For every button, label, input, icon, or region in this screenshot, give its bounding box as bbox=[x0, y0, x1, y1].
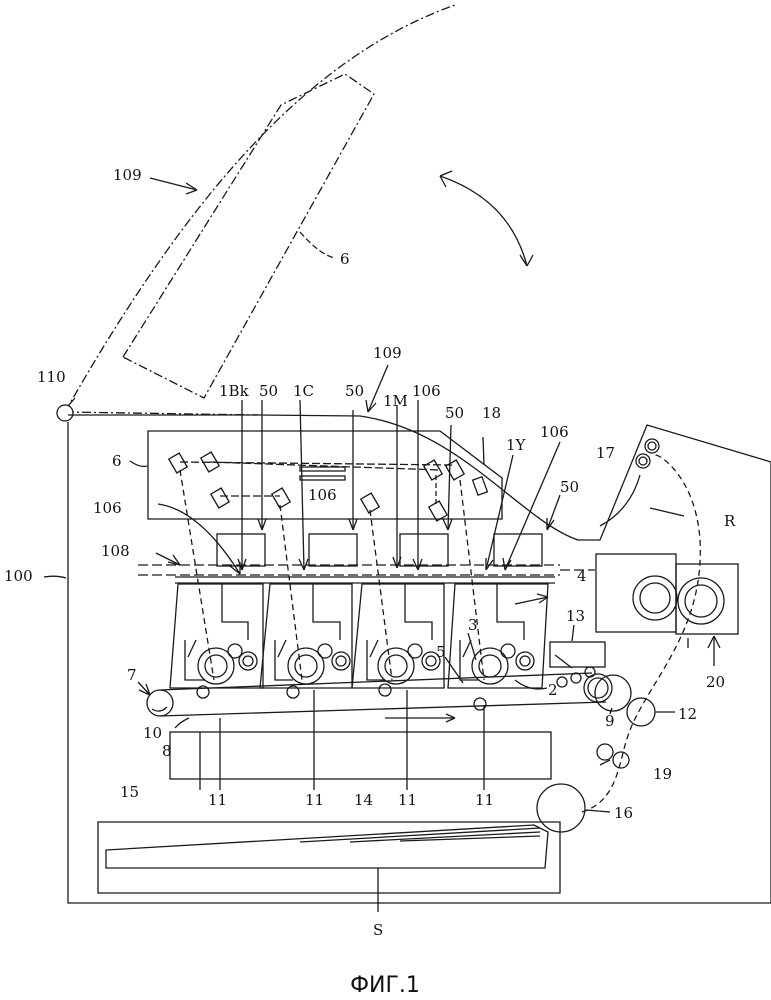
transport-roller-19b bbox=[613, 752, 629, 768]
cartridge-1m bbox=[352, 584, 444, 688]
label-1m: 1M bbox=[383, 392, 408, 410]
process-cartridges bbox=[170, 584, 548, 688]
label-50-b: 50 bbox=[345, 382, 364, 400]
label-106-a: 106 bbox=[412, 382, 441, 400]
label-18: 18 bbox=[482, 404, 501, 422]
fixing-unit-20 bbox=[596, 554, 738, 666]
label-1c: 1C bbox=[293, 382, 314, 400]
label-13: 13 bbox=[566, 607, 585, 625]
label-11-b: 11 bbox=[305, 791, 324, 809]
label-6: 6 bbox=[112, 452, 122, 470]
label-1bk: 1Bk bbox=[219, 382, 250, 400]
label-5: 5 bbox=[436, 643, 446, 661]
figure-caption: ФИГ.1 bbox=[350, 973, 420, 998]
label-106-b: 106 bbox=[540, 423, 569, 441]
label-50-c: 50 bbox=[445, 404, 464, 422]
exposure-unit-open bbox=[123, 74, 374, 398]
label-50-a: 50 bbox=[259, 382, 278, 400]
label-3: 3 bbox=[468, 616, 478, 634]
label-11-c: 11 bbox=[398, 791, 417, 809]
discharge-roller-17a bbox=[645, 439, 659, 453]
label-8: 8 bbox=[162, 742, 172, 760]
label-7: 7 bbox=[127, 666, 137, 684]
cartridge-1bk bbox=[170, 584, 263, 688]
label-110: 110 bbox=[37, 368, 66, 386]
label-19: 19 bbox=[653, 765, 672, 783]
label-108: 108 bbox=[101, 542, 130, 560]
label-17: 17 bbox=[596, 444, 615, 462]
discharge-roller-17b bbox=[636, 454, 650, 468]
label-6-open: 6 bbox=[340, 250, 350, 268]
label-106-c: 106 bbox=[93, 499, 122, 517]
label-1y: 1Y bbox=[506, 436, 527, 454]
labels: 109 6 109 110 1Bk 50 1C 50 1M 106 50 18 … bbox=[4, 166, 736, 998]
label-11-d: 11 bbox=[475, 791, 494, 809]
transport-roller-19a bbox=[597, 744, 613, 760]
label-16: 16 bbox=[614, 804, 633, 822]
label-100: 100 bbox=[4, 567, 33, 585]
label-9: 9 bbox=[605, 712, 615, 730]
label-14: 14 bbox=[354, 791, 373, 809]
label-R: R bbox=[724, 512, 736, 530]
guide-rail-108 bbox=[138, 565, 595, 583]
label-109-cover: 109 bbox=[113, 166, 142, 184]
leader-lines bbox=[44, 178, 684, 812]
label-11-a: 11 bbox=[208, 791, 227, 809]
label-S: S bbox=[373, 921, 383, 939]
label-12: 12 bbox=[678, 705, 697, 723]
label-15: 15 bbox=[120, 783, 139, 801]
discharge-roller-17b-inner bbox=[639, 457, 647, 465]
label-10: 10 bbox=[143, 724, 162, 742]
pickup-roller-16 bbox=[537, 784, 585, 832]
paper-tray-15 bbox=[98, 822, 560, 912]
label-2: 2 bbox=[548, 681, 558, 699]
label-4: 4 bbox=[577, 567, 587, 585]
lower-unit-14 bbox=[170, 732, 551, 779]
belt-cleaner-13 bbox=[550, 642, 605, 687]
printer-housing bbox=[68, 415, 771, 903]
roller-12 bbox=[627, 698, 655, 726]
label-50-d: 50 bbox=[560, 478, 579, 496]
discharge-roller-17a-inner bbox=[648, 442, 656, 450]
label-109: 109 bbox=[373, 344, 402, 362]
hinge-pivot bbox=[57, 405, 73, 421]
label-106-d: 106 bbox=[308, 486, 337, 504]
label-20: 20 bbox=[706, 673, 725, 691]
rotation-arrow bbox=[440, 171, 533, 266]
cartridge-1c bbox=[260, 584, 352, 688]
roller-9 bbox=[595, 675, 631, 711]
